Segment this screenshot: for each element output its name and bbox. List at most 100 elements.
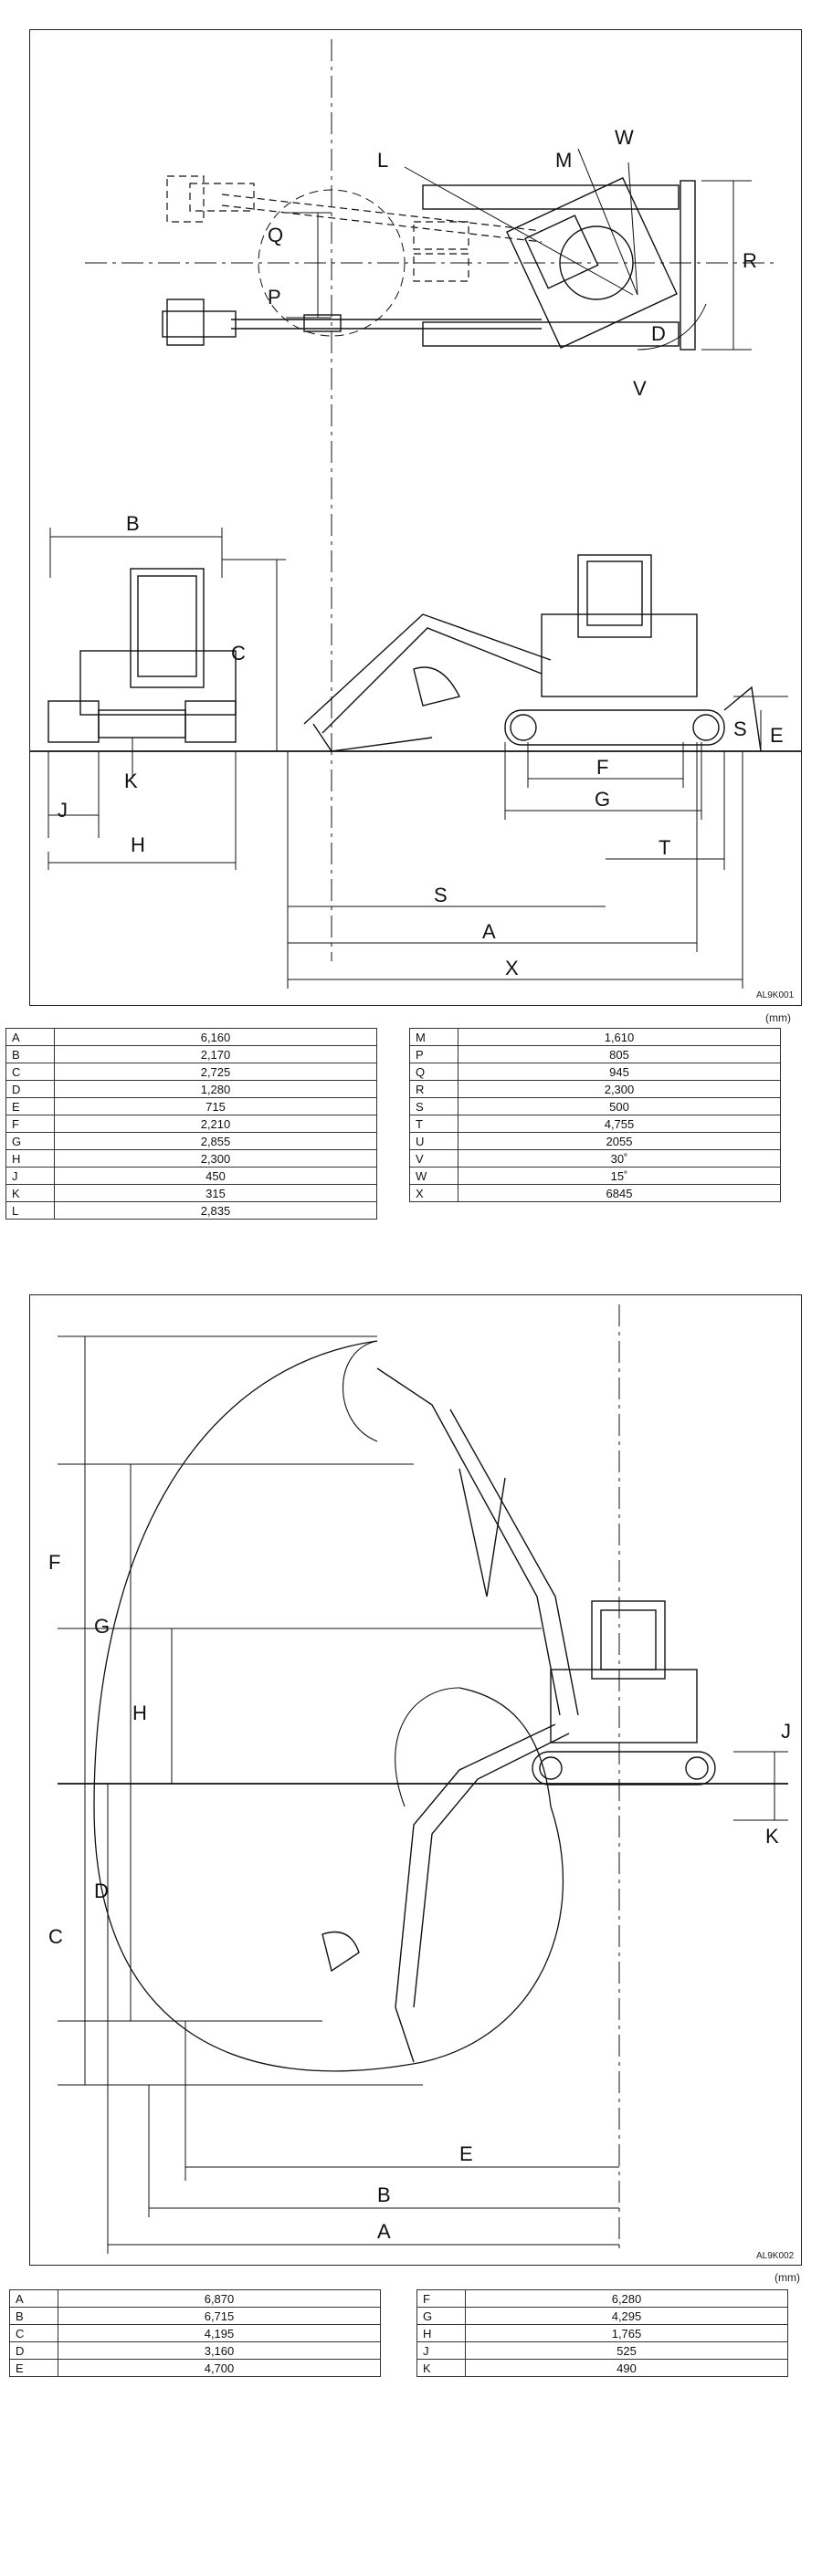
dim-label-E: E xyxy=(459,2142,473,2165)
table-value: 6,280 xyxy=(465,2289,788,2308)
table-key: C xyxy=(5,1063,55,1081)
table-key: J xyxy=(416,2341,466,2360)
dim-label-D: D xyxy=(651,322,666,345)
table-value: 4,700 xyxy=(58,2359,381,2377)
figure2-code: AL9K002 xyxy=(756,2251,795,2261)
table-value: 2,210 xyxy=(54,1115,377,1133)
table-value: 2,725 xyxy=(54,1063,377,1081)
table-key: K xyxy=(5,1184,55,1202)
table-key: G xyxy=(5,1132,55,1150)
table-key: M xyxy=(409,1028,458,1046)
dim-label-F: F xyxy=(48,1551,60,1574)
dim-label-R: R xyxy=(743,249,757,272)
table-value: 6,870 xyxy=(58,2289,381,2308)
dim-label-U: T xyxy=(659,836,670,859)
table-value: 500 xyxy=(458,1097,781,1115)
dim-label-K: K xyxy=(124,770,138,792)
table-value: 2,170 xyxy=(54,1045,377,1063)
table-key: D xyxy=(9,2341,58,2360)
table-value: 315 xyxy=(54,1184,377,1202)
table2-unit: (mm) xyxy=(775,2271,800,2284)
dim-label-G: G xyxy=(595,788,610,811)
table-key: B xyxy=(5,1045,55,1063)
table-value: 1,610 xyxy=(458,1028,781,1046)
table-value: 805 xyxy=(458,1045,781,1063)
dim-label-T: S xyxy=(434,884,448,906)
dim-label-L: L xyxy=(377,149,388,172)
dim-label-D: D xyxy=(94,1880,109,1902)
figure2-drawing: F G H C D E B A J K AL9K002 xyxy=(48,1304,795,2261)
dim-label-B: B xyxy=(126,512,140,535)
dim-label-X: X xyxy=(505,957,519,979)
table-key: A xyxy=(5,1028,55,1046)
table-value: 4,195 xyxy=(58,2324,381,2342)
figure1-drawing: L M W Q P R D V B C K J H E S F G T S A … xyxy=(30,39,801,1000)
table-key: F xyxy=(5,1115,55,1133)
table-value: 2055 xyxy=(458,1132,781,1150)
table-value: 4,755 xyxy=(458,1115,781,1133)
dim-label-J: J xyxy=(781,1720,791,1743)
dim-label-C: C xyxy=(231,642,246,665)
dim-label-M: M xyxy=(555,149,572,172)
table-value: 450 xyxy=(54,1167,377,1185)
dim-label-K: K xyxy=(765,1825,779,1848)
table-value: 30˚ xyxy=(458,1149,781,1168)
table-value: 525 xyxy=(465,2341,788,2360)
table-value: 945 xyxy=(458,1063,781,1081)
dim-label-C: C xyxy=(48,1925,63,1948)
dim-label-F: F xyxy=(596,756,608,779)
dim-label-A: A xyxy=(482,920,496,943)
figure1-code: AL9K001 xyxy=(756,990,795,1000)
table-value: 2,300 xyxy=(458,1080,781,1098)
table-key: E xyxy=(5,1097,55,1115)
dim-label-W: W xyxy=(615,126,634,149)
table-key: D xyxy=(5,1080,55,1098)
dim-label-H: H xyxy=(132,1702,147,1724)
table-key: T xyxy=(409,1115,458,1133)
dim-label-G: G xyxy=(94,1615,110,1638)
table-key: X xyxy=(409,1184,458,1202)
table-value: 4,295 xyxy=(465,2307,788,2325)
table-value: 2,300 xyxy=(54,1149,377,1168)
table-key: W xyxy=(409,1167,458,1185)
table-key: Q xyxy=(409,1063,458,1081)
dim-label-V: V xyxy=(633,377,647,400)
table-value: 1,280 xyxy=(54,1080,377,1098)
table-key: F xyxy=(416,2289,466,2308)
dim-label-J: J xyxy=(58,799,68,822)
table-key: A xyxy=(9,2289,58,2308)
table-value: 1,765 xyxy=(465,2324,788,2342)
dim-label-E: E xyxy=(770,724,784,747)
dim-label-B: B xyxy=(377,2183,391,2206)
table-key: H xyxy=(416,2324,466,2342)
table-key: P xyxy=(409,1045,458,1063)
dimension-figure-top-front-side: L M W Q P R D V B C K J H E S F G T S A … xyxy=(29,29,802,1006)
table-value: 3,160 xyxy=(58,2341,381,2360)
